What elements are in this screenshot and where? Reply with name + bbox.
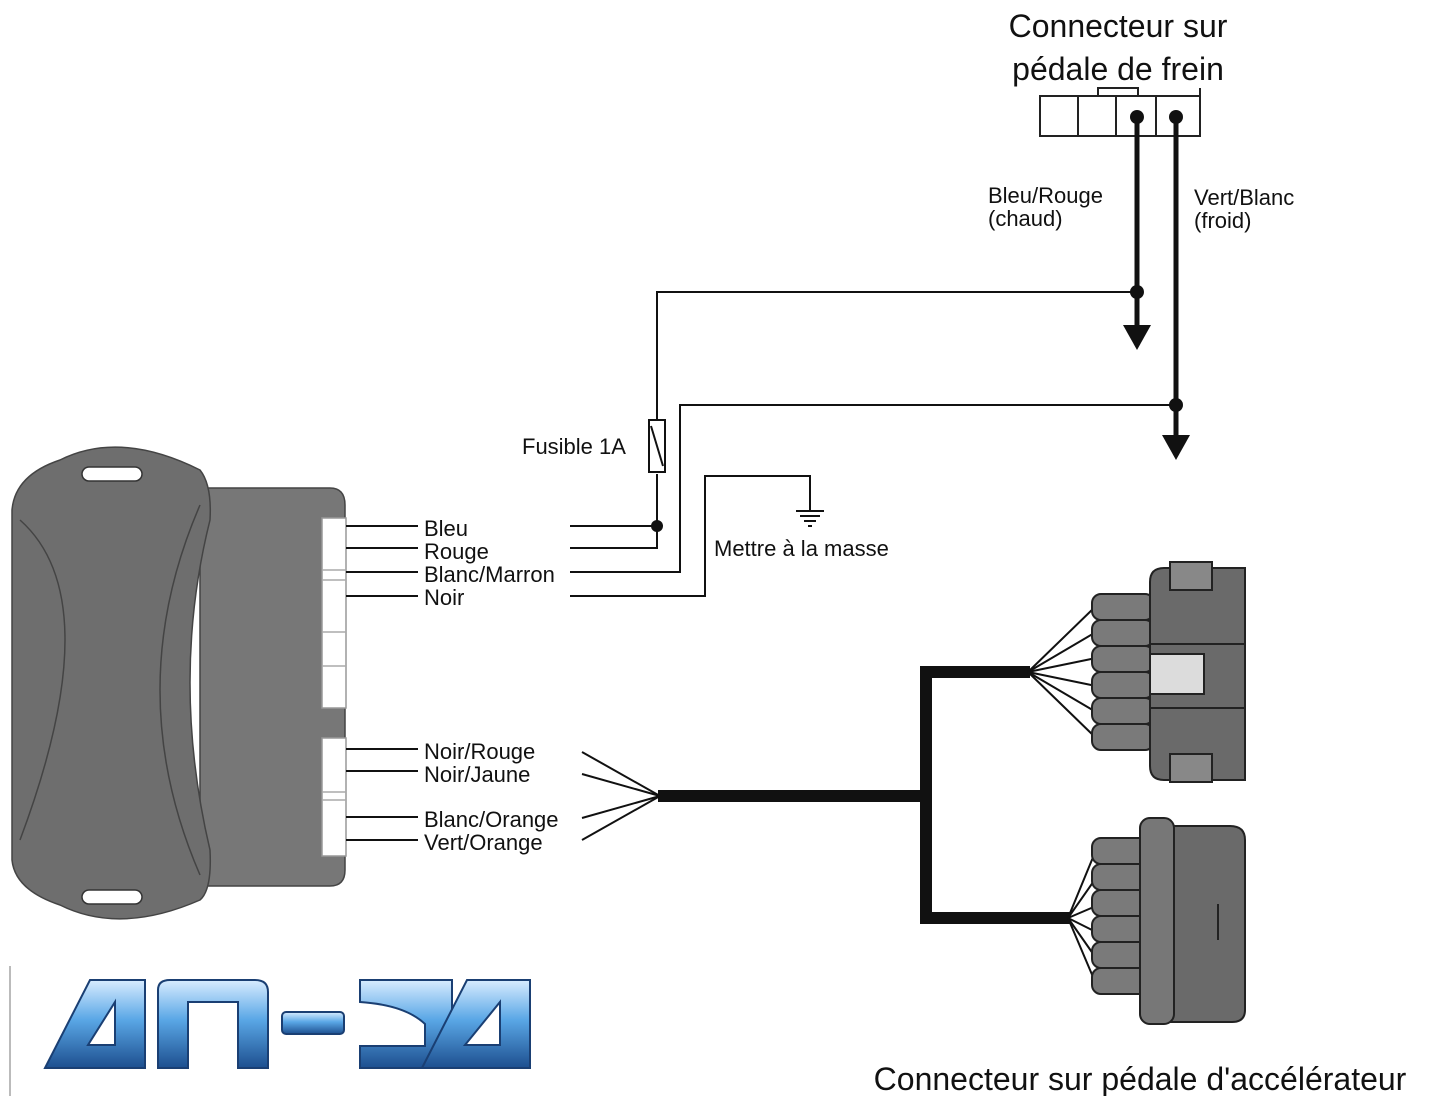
wire-label-bleu-rouge: Bleu/Rouge (988, 183, 1103, 208)
wire-label-blanc-orange: Blanc/Orange (424, 807, 559, 832)
brake-pedal-connector (1039, 87, 1201, 137)
module-wire-leads-top (346, 525, 418, 597)
harness-fan-in (581, 751, 661, 841)
accelerator-connector-lower (1091, 817, 1246, 1025)
accelerator-connector-label: Connecteur sur pédale d'accélérateur (874, 1061, 1407, 1096)
wire-label-bleu: Bleu (424, 516, 468, 541)
ground-icon (796, 510, 824, 527)
mounting-slot (81, 466, 143, 482)
wire-label-blanc-marron: Blanc/Marron (424, 562, 555, 587)
mounting-slot (81, 889, 143, 905)
wire-label-noir: Noir (424, 585, 464, 610)
wire-label-chaud: (chaud) (988, 206, 1063, 231)
wire-label-vert-orange: Vert/Orange (424, 830, 543, 855)
arrow-down-icon (1123, 325, 1151, 350)
fuse-label: Fusible 1A (522, 434, 626, 459)
wire-label-noir-jaune: Noir/Jaune (424, 762, 530, 787)
junction-dot (1130, 285, 1144, 299)
fan-out-upper (1027, 605, 1097, 739)
arrow-down-icon (1162, 435, 1190, 460)
junction-dot (651, 520, 663, 532)
fuse-icon (648, 419, 666, 473)
wire-label-vert-blanc: Vert/Blanc (1194, 185, 1294, 210)
logo (43, 979, 531, 1069)
accelerator-connector-upper (1091, 561, 1246, 783)
wiring-harness (658, 666, 1070, 924)
brake-connector-title-line2: pédale de frein (1012, 51, 1224, 87)
control-module (11, 446, 347, 920)
brake-connector-title-line1: Connecteur sur (1009, 8, 1228, 44)
wire-label-rouge: Rouge (424, 539, 489, 564)
ground-label: Mettre à la masse (714, 536, 889, 561)
module-wire-leads-bottom (346, 748, 418, 841)
wire-label-noir-rouge: Noir/Rouge (424, 739, 535, 764)
brake-wires (1134, 117, 1179, 440)
wire-label-froid: (froid) (1194, 208, 1251, 233)
junction-dot (1169, 398, 1183, 412)
signal-wiring (570, 291, 1176, 597)
